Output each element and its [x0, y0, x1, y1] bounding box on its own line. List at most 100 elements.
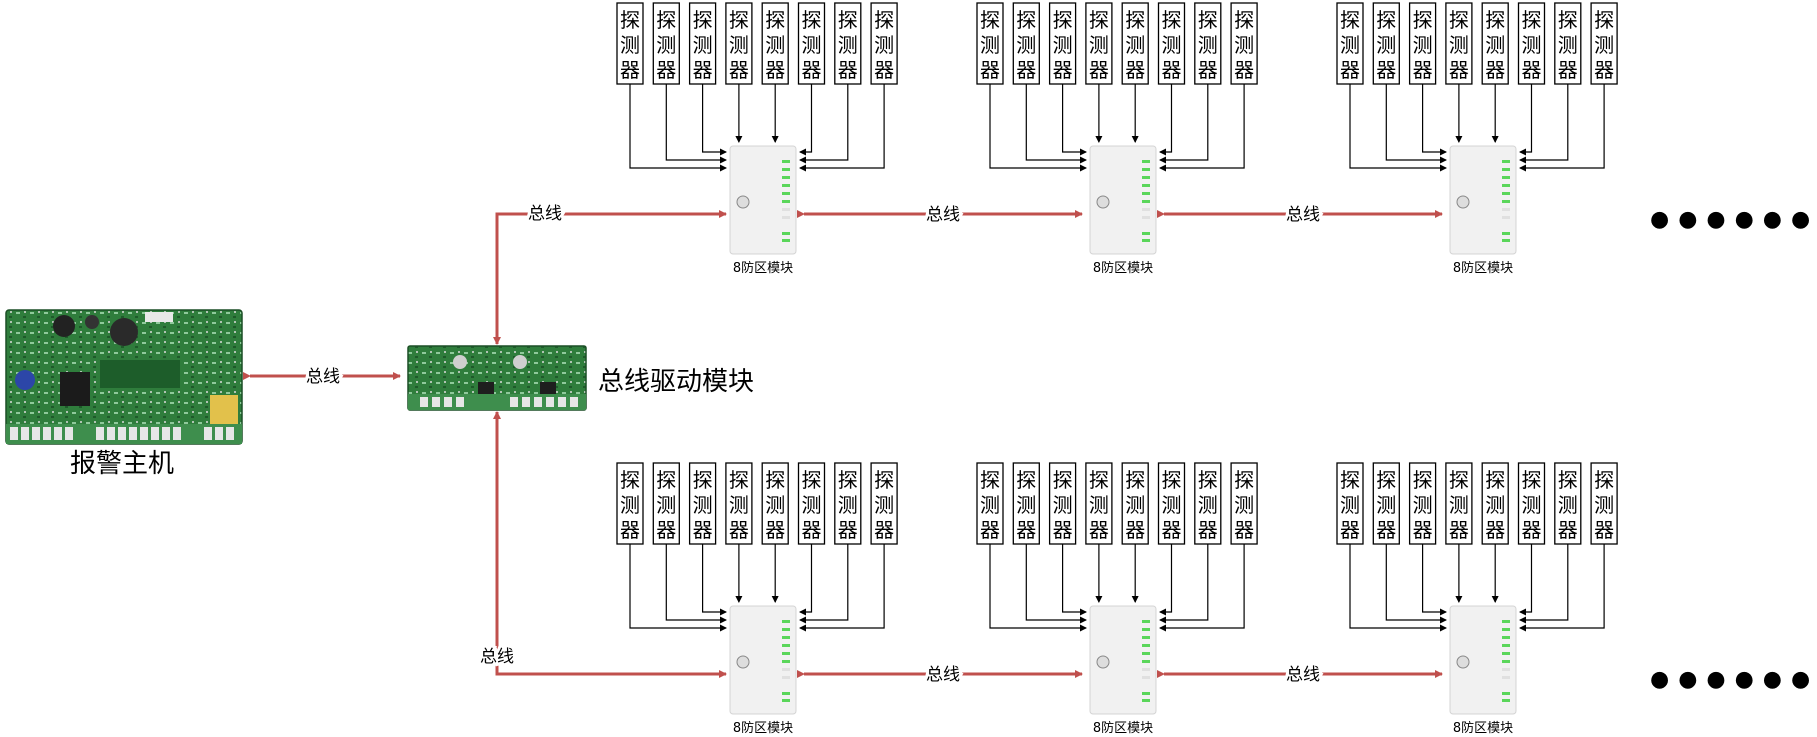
detector-label-char: 器	[1234, 518, 1254, 542]
zone-module: 8防区模块	[1449, 605, 1517, 736]
detector: 探测器	[1408, 2, 1437, 85]
detector-label-char: 器	[1449, 518, 1469, 542]
detector-label-char: 器	[620, 518, 640, 542]
bus-driver-module: 总线驱动模块	[407, 345, 754, 411]
detector-label-char: 探	[1234, 468, 1254, 492]
detector-label-char: 测	[1016, 33, 1036, 57]
detector-wire	[1519, 544, 1533, 616]
detector-wire	[799, 544, 849, 624]
detector-label-char: 探	[729, 8, 749, 32]
zone-module: 8防区模块	[729, 605, 797, 736]
detector-label-char: 测	[656, 33, 676, 57]
module-label: 8防区模块	[1453, 260, 1513, 276]
detector-wire	[989, 544, 1087, 632]
detector-label-char: 测	[1125, 33, 1145, 57]
ellipsis-bottom: ● ● ● ● ● ●	[1650, 667, 1811, 692]
detector-label-char: 器	[838, 58, 858, 82]
detector-wire	[799, 84, 885, 172]
detector-label-char: 器	[980, 58, 1000, 82]
detector: 探测器	[1157, 462, 1186, 545]
detector-label-char: 器	[1594, 58, 1614, 82]
detector-label-char: 测	[874, 493, 894, 517]
detector: 探测器	[1372, 462, 1400, 545]
detector: 探测器	[1230, 462, 1258, 545]
detector-wire	[799, 544, 885, 632]
detector-label-char: 测	[980, 493, 1000, 517]
detector-label-char: 器	[1449, 58, 1469, 82]
detector-label-char: 探	[1522, 468, 1542, 492]
detector-wire	[1025, 84, 1087, 164]
detector-label-char: 器	[1340, 58, 1360, 82]
module-label: 8防区模块	[1453, 720, 1513, 736]
detector-label-char: 测	[693, 493, 713, 517]
detector: 探测器	[1517, 2, 1546, 85]
detector-wire	[1421, 84, 1447, 156]
detector: 探测器	[1085, 2, 1113, 85]
bus-link: 总线	[797, 662, 1083, 688]
detector-label-char: 探	[1522, 8, 1542, 32]
driver-label: 总线驱动模块	[598, 367, 754, 397]
detector-label-char: 测	[1340, 33, 1360, 57]
detector-label-char: 器	[802, 58, 822, 82]
detector-label-char: 探	[1089, 468, 1109, 492]
ellipsis-top: ● ● ● ● ● ●	[1650, 207, 1811, 232]
detector-label-char: 测	[1053, 33, 1073, 57]
detector-label-char: 探	[980, 468, 1000, 492]
detector-label-char: 器	[1125, 58, 1145, 82]
bus-driver-up: 总线	[493, 201, 727, 345]
detector: 探测器	[1085, 462, 1113, 545]
detector-label-char: 探	[1449, 8, 1469, 32]
detector-label-char: 测	[1449, 493, 1469, 517]
detector-label-char: 探	[1016, 468, 1036, 492]
detector-label-char: 器	[693, 518, 713, 542]
detector: 探测器	[1048, 2, 1077, 85]
detector-label-char: 器	[1413, 518, 1433, 542]
module-label: 8防区模块	[1093, 720, 1153, 736]
detector: 探测器	[976, 2, 1004, 85]
detector-label-char: 测	[1594, 493, 1614, 517]
detector: 探测器	[1012, 462, 1040, 545]
detector-label-char: 探	[1340, 468, 1360, 492]
detector-wire	[1519, 84, 1605, 172]
detector-label-char: 探	[1376, 468, 1396, 492]
detector-wire	[1159, 544, 1209, 624]
detector-label-char: 探	[1125, 8, 1145, 32]
detector-label-char: 探	[1162, 468, 1182, 492]
detector-label-char: 探	[1198, 468, 1218, 492]
bus-label: 总线	[1286, 205, 1320, 225]
detector-label-char: 测	[802, 493, 822, 517]
detector-label-char: 测	[620, 493, 640, 517]
detector: 探测器	[761, 462, 789, 545]
detector-label-char: 探	[1125, 468, 1145, 492]
detector-label-char: 探	[802, 8, 822, 32]
detector-label-char: 探	[1594, 468, 1614, 492]
detector-label-char: 器	[1522, 58, 1542, 82]
detector: 探测器	[688, 2, 717, 85]
detector-label-char: 器	[1485, 58, 1505, 82]
detector-label-char: 器	[1558, 58, 1578, 82]
detector-label-char: 测	[1522, 33, 1542, 57]
detector: 探测器	[1121, 462, 1149, 545]
detector-label-char: 探	[1594, 8, 1614, 32]
detector-label-char: 器	[729, 518, 749, 542]
detector-label-char: 测	[838, 33, 858, 57]
detector-label-char: 器	[1016, 58, 1036, 82]
detector-wire	[1061, 544, 1087, 616]
detector: 探测器	[834, 2, 862, 85]
detector-wire	[629, 84, 727, 172]
detector-label-char: 器	[1376, 518, 1396, 542]
detector-label-char: 器	[1053, 58, 1073, 82]
detector-label-char: 探	[765, 8, 785, 32]
bus-label: 总线	[1286, 665, 1320, 685]
zone-module: 8防区模块	[1089, 145, 1157, 276]
detector-label-char: 探	[1413, 8, 1433, 32]
detector: 探测器	[834, 462, 862, 545]
detector: 探测器	[1336, 462, 1364, 545]
bus-link: 总线	[1157, 202, 1443, 228]
zone-row-bottom: 探测器探测器探测器探测器探测器探测器探测器探测器8防区模块总线探测器探测器探测器…	[616, 462, 1618, 736]
